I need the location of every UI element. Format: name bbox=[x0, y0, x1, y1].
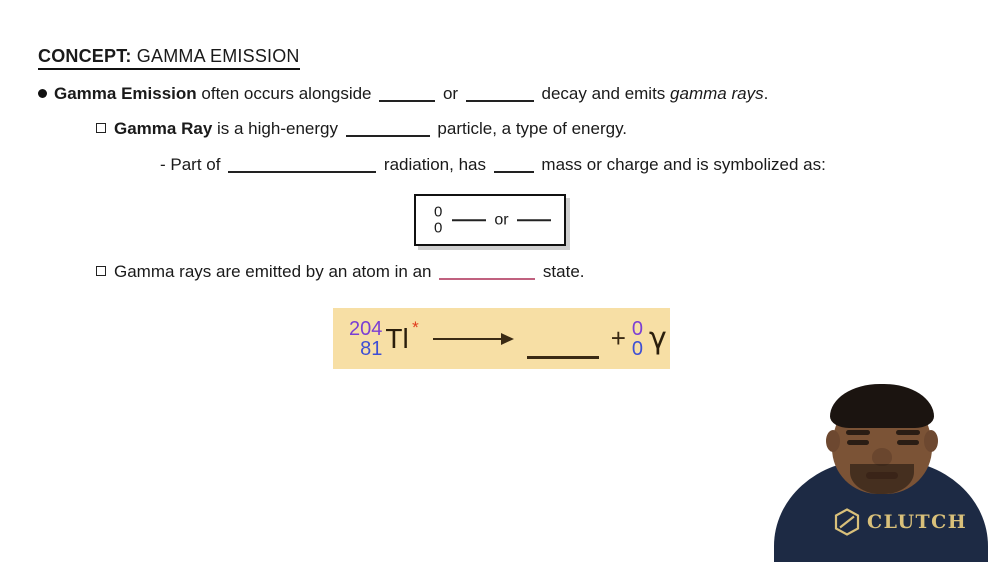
bullet1-text-c: decay and emits bbox=[536, 84, 671, 103]
presenter-eye-left bbox=[847, 440, 869, 445]
presenter-eye-right bbox=[897, 440, 919, 445]
square-bullet-icon-2 bbox=[96, 266, 106, 276]
title-keyword: CONCEPT: bbox=[38, 46, 132, 66]
presenter-hair bbox=[830, 384, 934, 428]
bullet1-italic-tail: gamma rays bbox=[670, 84, 764, 103]
gamma-symbol-box: 0 0 or bbox=[414, 194, 566, 246]
gamma-product-numbers: 0 0 bbox=[632, 319, 643, 359]
bullet3-tail: mass or charge and is symbolized as: bbox=[536, 155, 826, 174]
presenter-ear-left bbox=[826, 430, 840, 452]
blank-radiation-type[interactable] bbox=[228, 171, 377, 173]
shirt-logo: CLUTCH bbox=[834, 508, 967, 536]
blank-decay-type-1[interactable] bbox=[379, 100, 436, 102]
blank-gamma-symbol-2[interactable] bbox=[516, 219, 551, 221]
presenter-eyebrow-right bbox=[896, 430, 920, 435]
bullet3-mid: radiation, has bbox=[379, 155, 491, 174]
bullet-line-gamma-ray: Gamma Ray is a high-energy particle, a t… bbox=[96, 120, 627, 137]
gamma-atomic-number: 0 bbox=[434, 219, 443, 236]
blank-particle-type[interactable] bbox=[345, 135, 430, 137]
thallium-nuclear-numbers: 204 81 bbox=[349, 319, 382, 359]
reaction-arrow-icon bbox=[432, 332, 514, 345]
thallium-atomic-number: 81 bbox=[360, 337, 383, 360]
page-title: CONCEPT: GAMMA EMISSION bbox=[38, 46, 300, 70]
gamma-product-mass-number: 0 bbox=[631, 317, 644, 340]
plus-sign: + bbox=[610, 323, 626, 353]
presenter-nose bbox=[872, 448, 892, 466]
square-bullet-icon bbox=[96, 123, 106, 133]
blank-daughter-nuclide[interactable] bbox=[526, 355, 599, 359]
bullet1-period: . bbox=[763, 84, 769, 103]
gamma-nuclear-numbers: 0 0 bbox=[434, 204, 442, 236]
bullet4-lead: Gamma rays are emitted by an atom in an bbox=[114, 262, 437, 281]
excited-state-asterisk-icon: * bbox=[412, 317, 419, 337]
blank-gamma-symbol-1[interactable] bbox=[452, 219, 487, 221]
gamma-symbol: γ bbox=[649, 321, 667, 356]
gamma-product-atomic-number: 0 bbox=[631, 337, 644, 360]
brand-wordmark: CLUTCH bbox=[867, 510, 968, 533]
bullet3-lead: - Part of bbox=[160, 155, 226, 174]
bullet-line-gamma-emission: Gamma Emission often occurs alongside or… bbox=[38, 85, 768, 102]
gamma-mass-number: 0 bbox=[434, 203, 443, 221]
title-rest: GAMMA EMISSION bbox=[131, 46, 300, 66]
bullet2-text-a: is a high-energy bbox=[212, 119, 343, 138]
blank-decay-type-2[interactable] bbox=[465, 100, 534, 102]
thallium-mass-number: 204 bbox=[349, 317, 383, 340]
element-label: Tl bbox=[385, 322, 409, 354]
gamma-symbol-content: 0 0 or bbox=[434, 204, 557, 236]
symbol-or-label: or bbox=[494, 211, 509, 228]
bullet1-text-a: often occurs alongside bbox=[196, 84, 377, 103]
thallium-element-symbol: Tl* bbox=[385, 319, 418, 355]
bullet2-bold-lead: Gamma Ray bbox=[114, 119, 213, 138]
presenter-video-overlay: CLUTCH bbox=[762, 382, 1000, 562]
presenter-eyebrow-left bbox=[846, 430, 870, 435]
bullet-line-excited-state: Gamma rays are emitted by an atom in an … bbox=[96, 263, 585, 280]
blank-excited-state[interactable] bbox=[439, 278, 536, 280]
hexagon-icon bbox=[834, 508, 860, 536]
bullet1-text-b: or bbox=[438, 84, 463, 103]
bullet-line-radiation-part: - Part of radiation, has mass or charge … bbox=[160, 156, 826, 173]
blank-mass-charge[interactable] bbox=[493, 171, 534, 173]
bullet2-text-b: particle, a type of energy. bbox=[432, 119, 628, 138]
bullet4-tail: state. bbox=[538, 262, 585, 281]
bullet1-bold-lead: Gamma Emission bbox=[54, 84, 197, 103]
presenter-ear-right bbox=[924, 430, 938, 452]
nuclear-equation-highlight: 204 81 Tl* + 0 0 γ bbox=[333, 308, 670, 369]
presenter-mouth bbox=[866, 472, 898, 479]
dot-bullet-icon bbox=[38, 89, 47, 98]
nuclear-equation: 204 81 Tl* + 0 0 γ bbox=[349, 319, 667, 359]
